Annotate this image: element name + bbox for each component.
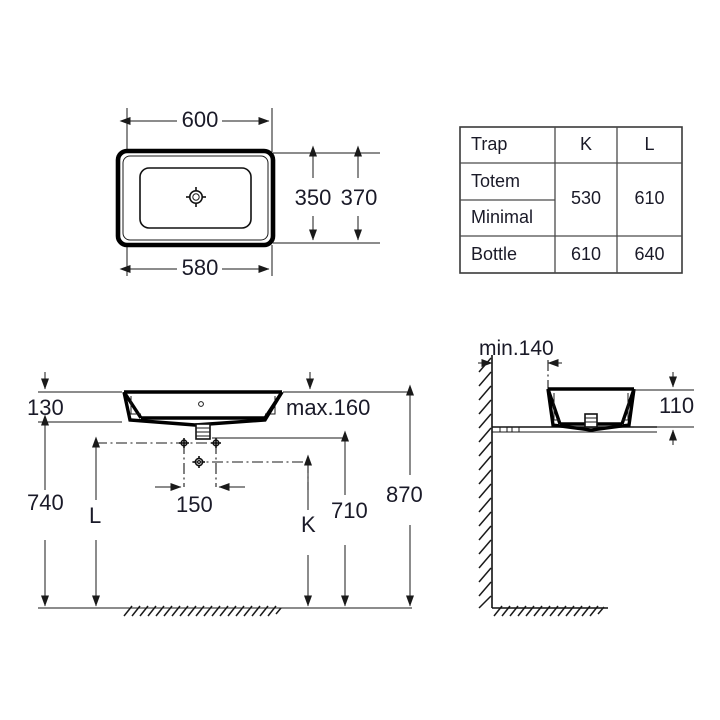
dim-label-740: 740: [27, 490, 64, 515]
plan-view-group: [115, 108, 380, 276]
dim-label-K: K: [301, 512, 316, 537]
table-header-k: K: [579, 134, 592, 154]
dim-label-710: 710: [331, 498, 368, 523]
dim-label-370: 370: [340, 185, 378, 210]
waste-outlet-icon: [193, 456, 205, 468]
dim-label-130: 130: [27, 395, 64, 420]
plan-basin-outer: [115, 148, 276, 248]
supply-point-left-icon: [179, 438, 189, 448]
dim-label-110: 110: [659, 393, 695, 418]
front-floor-hatching: [122, 605, 283, 617]
dim-label-150: 150: [176, 492, 213, 517]
dim-label-350: 350: [294, 185, 332, 210]
dim-label-870: 870: [386, 482, 423, 507]
side-wall-hatching: [478, 357, 492, 609]
table-header-l: L: [644, 134, 655, 154]
table-header-trap: Trap: [471, 134, 508, 154]
side-drain-stub: [584, 413, 598, 428]
plan-basin-rim: [122, 155, 269, 241]
dim-label-max160: max.160: [286, 395, 371, 420]
front-basin-profile: [122, 390, 284, 427]
side-elevation-group: [478, 355, 694, 617]
table-cell-merged-k: 530: [570, 188, 602, 208]
plan-drain-icon: [186, 187, 206, 207]
supply-point-right-icon: [211, 438, 221, 448]
dim-label-L: L: [89, 503, 102, 528]
table-cell-bottle-k: 610: [570, 244, 602, 264]
table-cell-merged-l: 610: [634, 188, 665, 208]
side-floor-hatching: [492, 605, 608, 617]
table-row-bottle-label: Bottle: [471, 244, 518, 264]
trap-table: [459, 126, 683, 274]
dim-label-600: 600: [181, 107, 219, 132]
table-cell-bottle-l: 640: [634, 244, 665, 264]
front-elevation-group: [38, 372, 414, 617]
dim-label-min140: min.140: [479, 337, 554, 360]
dim-label-580: 580: [181, 255, 219, 280]
table-row-totem-label: Totem: [471, 171, 521, 191]
front-drain-stub: [195, 423, 211, 440]
table-row-minimal-label: Minimal: [471, 207, 534, 227]
plan-basin-bowl: [139, 167, 252, 229]
